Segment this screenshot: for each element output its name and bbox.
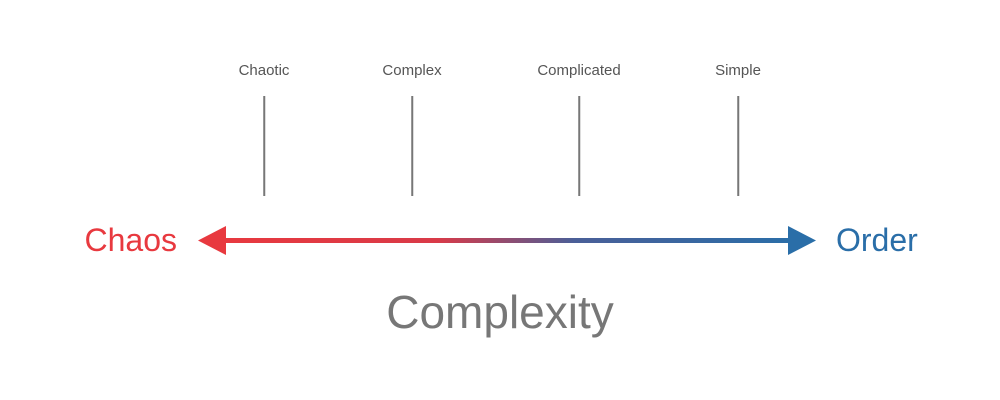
stage-label-complicated: Complicated — [537, 62, 621, 79]
order-label: Order — [836, 222, 918, 258]
arrowhead-right — [788, 226, 816, 255]
chaos-label: Chaos — [84, 222, 178, 258]
stage-tick-simple — [737, 96, 739, 196]
arrow-shaft — [218, 238, 794, 243]
arrowhead-left — [198, 226, 226, 255]
stage-label-complex: Complex — [382, 62, 442, 79]
complexity-title: Complexity — [386, 286, 614, 338]
stage-tick-chaotic — [263, 96, 265, 196]
stage-label-simple: Simple — [715, 62, 761, 79]
stage-tick-complicated — [578, 96, 580, 196]
stage-tick-complex — [411, 96, 413, 196]
stage-label-chaotic: Chaotic — [238, 62, 290, 79]
